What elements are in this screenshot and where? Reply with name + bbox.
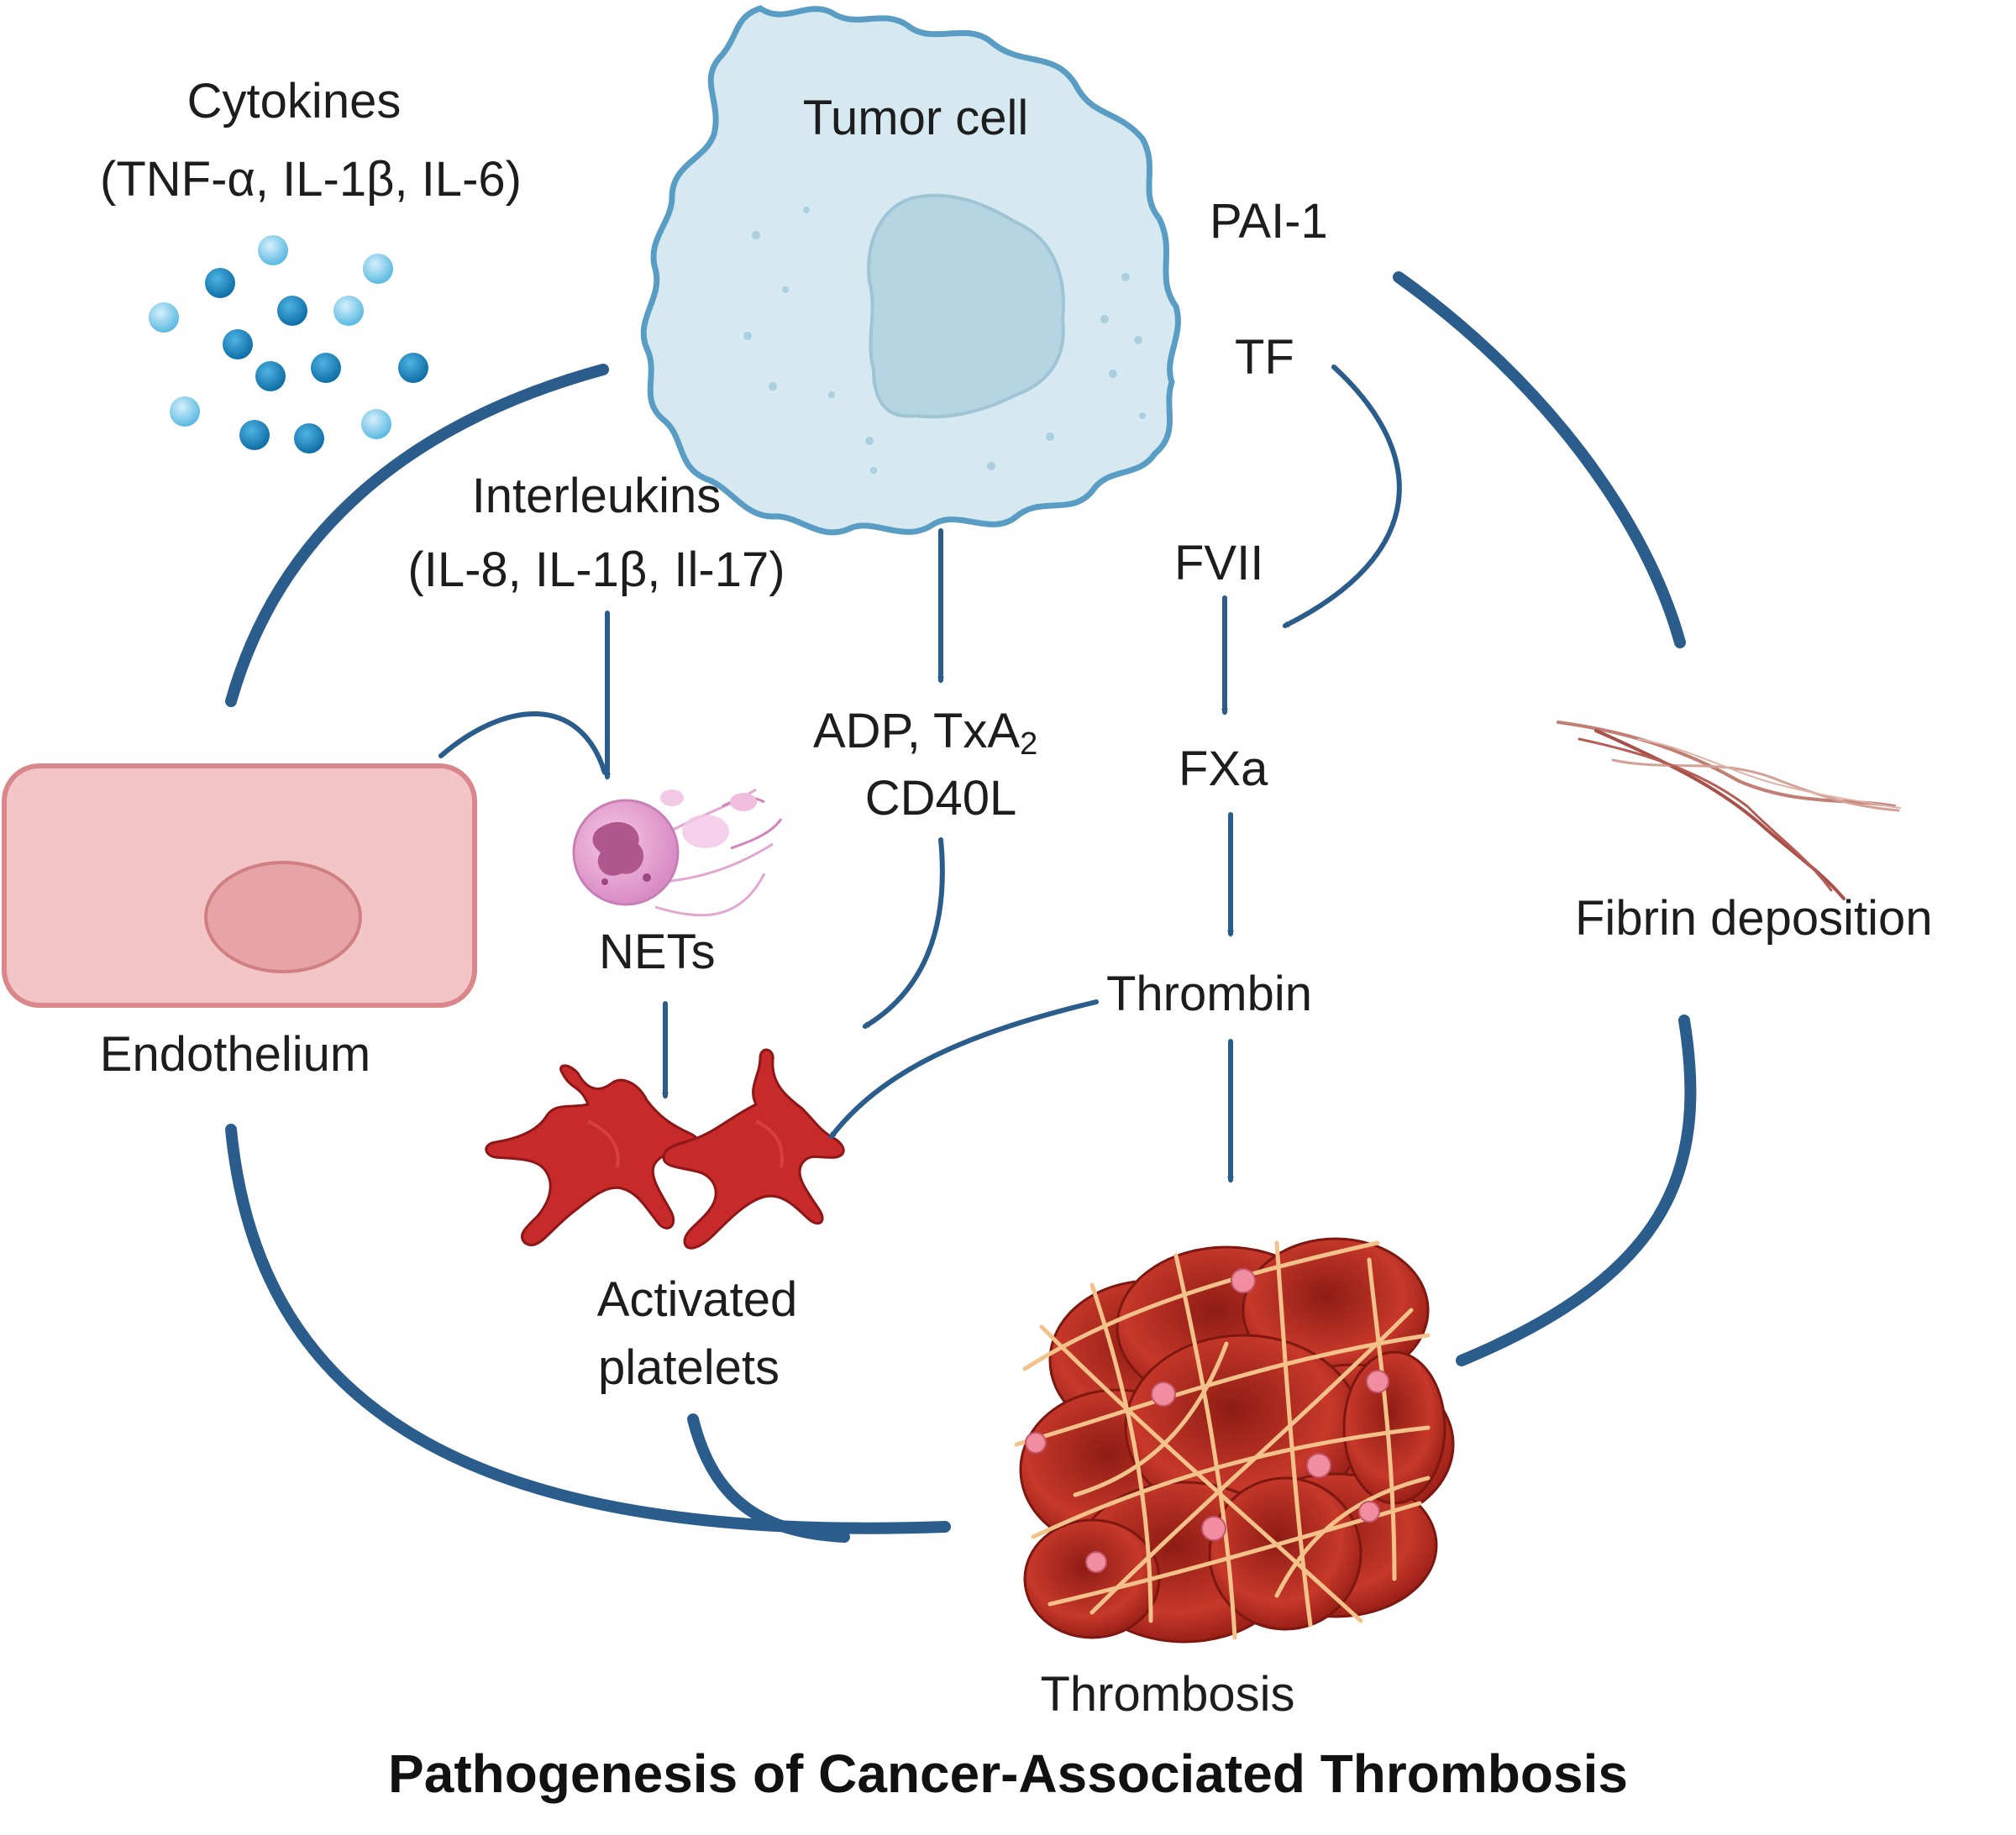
tumor-cell-icon [640,5,1181,536]
fibrin-deposition-label: Fibrin deposition [1575,891,1933,946]
cytokines-dots-icon [149,235,428,454]
adp-txa2-label: ADP, TxA2 [813,701,1037,765]
activated-platelets-icon [485,1048,845,1250]
activated-label: Activated [596,1272,798,1327]
nets-neutrophil-icon [572,788,783,917]
fxa-label: FXa [1179,742,1268,796]
arrows [225,271,1697,1543]
pai1-label: PAI-1 [1210,194,1328,249]
arrow-tf-to-fvii [1282,364,1402,628]
figure-title: Pathogenesis of Cancer-Associated Thromb… [388,1743,1628,1804]
adp-text: ADP, TxA [813,704,1021,758]
arrow-endothelium-to-nets [438,711,607,776]
arrow-adp-to-platelets [862,837,945,1029]
arrow-endothelium-to-thrombosis [225,1124,951,1534]
thrombus-icon [1014,1237,1455,1644]
fibrin-strands-icon [1557,721,1901,900]
platelets-label: platelets [597,1340,780,1395]
txa2-subscript: 2 [1020,726,1038,762]
arrow-platelets-to-thrombosis [687,1413,850,1543]
tf-label: TF [1235,330,1294,385]
arrow-pai1-to-fibrin [1393,271,1686,648]
thrombosis-label: Thrombosis [1040,1667,1295,1722]
arrow-tumor-to-endothelium [225,364,609,707]
cd40l-label: CD40L [864,771,1017,826]
thrombin-label: Thrombin [1106,967,1312,1021]
tumor-cell-label: Tumor cell [802,91,1029,145]
fvii-label: FVII [1174,536,1264,590]
nets-label: NETs [599,925,716,979]
interleukins-label: Interleukins [471,469,722,523]
cytokines-detail-label: (TNF-α, IL-1β, IL-6) [100,152,522,207]
interleukins-detail-label: (IL-8, IL-1β, Il-17) [407,543,785,597]
cytokines-label: Cytokines [186,74,402,128]
endothelium-cell-icon [2,763,477,1008]
endothelium-label: Endothelium [99,1027,371,1082]
arrow-thrombin-to-platelets [829,999,1099,1140]
arrow-fibrin-to-thrombosis [1456,1014,1697,1366]
